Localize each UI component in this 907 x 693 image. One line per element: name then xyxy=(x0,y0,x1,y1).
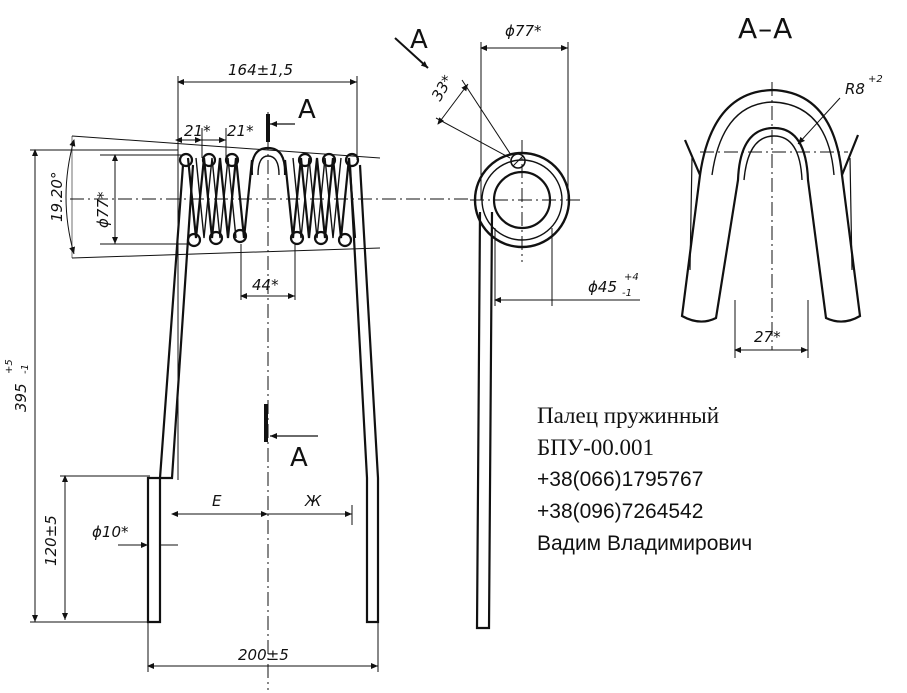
side-leg xyxy=(475,211,494,630)
dim-coil-outer: ϕ77* xyxy=(94,191,112,228)
section-dimension-lines xyxy=(700,82,848,358)
section-mark-bottom xyxy=(264,404,318,442)
dim-Zh: Ж xyxy=(304,492,322,510)
left-leg xyxy=(146,164,195,624)
dim-side-angle-offset: 33* xyxy=(428,72,457,104)
coil-right xyxy=(283,157,357,239)
coil-loop xyxy=(344,152,360,168)
coil-loop xyxy=(224,152,240,168)
dim-lower-height: 120±5 xyxy=(42,515,60,566)
dim-height-tol-upper: +5 xyxy=(4,359,15,374)
section-label-bottom: A xyxy=(290,443,308,473)
dim-pitch-left: 21* xyxy=(184,122,211,140)
dim-angle: 19.20° xyxy=(48,172,66,222)
dim-side-inner-tol-upper: +4 xyxy=(624,272,639,283)
right-leg xyxy=(348,164,380,624)
section-label-top: A xyxy=(298,95,316,125)
caption-block: Палец пружинный БПУ-00.001 +38(066)17957… xyxy=(537,400,877,560)
dim-height: 395 xyxy=(12,383,30,412)
part-name: Палец пружинный xyxy=(537,403,720,428)
section-outer-contour xyxy=(680,126,862,323)
coil-loop xyxy=(313,230,329,246)
dim-side-outer: ϕ77* xyxy=(505,22,542,40)
dim-height-tol-lower: -1 xyxy=(20,364,31,374)
dim-overall-width: 164±1,5 xyxy=(228,61,293,79)
front-view xyxy=(146,146,380,624)
dim-E: E xyxy=(212,492,222,510)
front-dimension-lines xyxy=(30,76,470,690)
coil-loop xyxy=(232,228,248,244)
dim-section-radius: R8 xyxy=(845,80,865,98)
coil-left xyxy=(186,157,254,239)
side-view xyxy=(470,140,580,630)
section-top-arc xyxy=(698,88,844,176)
part-code: БПУ-00.001 xyxy=(537,435,655,460)
coil-loop xyxy=(289,230,305,246)
section-title: A–A xyxy=(738,12,793,45)
coil-loop xyxy=(201,152,217,168)
dim-section-width: 27* xyxy=(754,328,781,346)
wire-section xyxy=(510,153,526,169)
dim-section-radius-tol: +2 xyxy=(868,74,883,85)
dim-wire: ϕ10* xyxy=(92,523,129,541)
section-view xyxy=(680,88,862,323)
dim-base-width: 200±5 xyxy=(238,646,289,664)
phone-2: +38(096)7264542 xyxy=(537,500,704,523)
section-mark-top xyxy=(266,114,295,142)
contact-name: Вадим Владимирович xyxy=(537,532,753,555)
side-dimension-lines xyxy=(394,37,640,306)
section-label-side: A xyxy=(410,25,428,55)
dim-pitch-right: 21* xyxy=(227,122,254,140)
coil-loop xyxy=(297,152,313,168)
coil-loop xyxy=(337,232,353,248)
phone-1: +38(066)1795767 xyxy=(537,468,704,491)
dim-side-inner-tol-lower: -1 xyxy=(622,288,632,299)
coil-loop xyxy=(186,232,202,248)
dim-side-inner: ϕ45 xyxy=(588,278,617,296)
dim-loop-width: 44* xyxy=(252,276,279,294)
coil-loop xyxy=(208,230,224,246)
coil-loop xyxy=(178,152,194,168)
